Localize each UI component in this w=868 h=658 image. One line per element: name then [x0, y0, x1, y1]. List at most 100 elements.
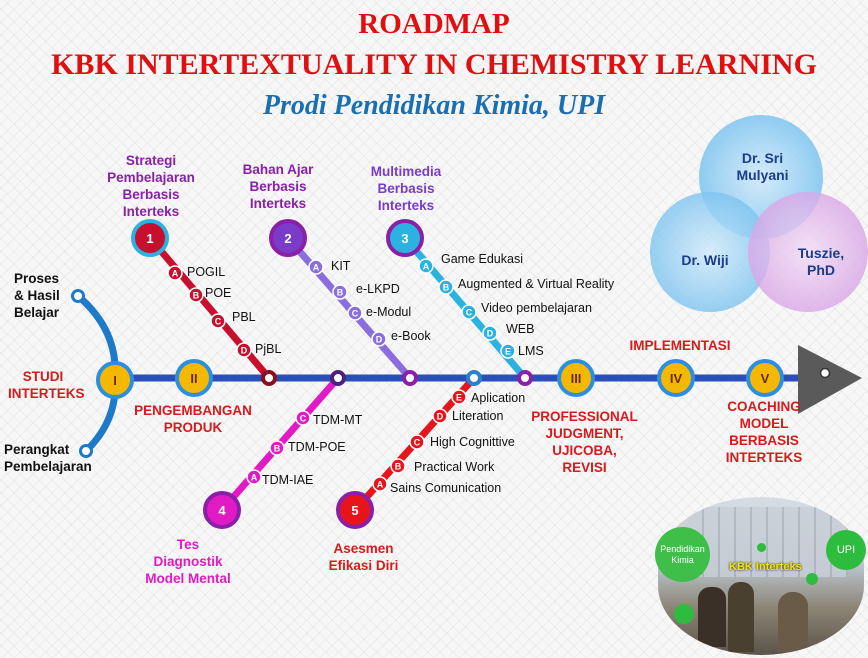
branch-4-marker-b: B [269, 440, 285, 456]
professional-judgment-label: PROFESSIONAL JUDGMENT, UJICOBA, REVISI [531, 409, 638, 475]
station-III-label: III [571, 371, 582, 386]
branch-2-line [285, 235, 413, 381]
junction-1 [261, 370, 277, 386]
svg-text:A: A [251, 473, 258, 483]
station-II: II [175, 359, 213, 397]
branch-5-marker-a: A [372, 476, 388, 492]
branch-2-marker-d: D [371, 331, 387, 347]
studi-interteks-label: STUDI INTERTEKS [8, 369, 85, 401]
branch-2-marker-a: A [308, 259, 324, 275]
svg-text:E: E [505, 347, 511, 357]
branch-5-item-a: Sains Comunication [390, 481, 502, 495]
pengembangan-produk-label: PENGEMBANGAN PRODUK [134, 403, 252, 435]
branch-4-item-b: TDM-POE [288, 440, 346, 454]
left-endpoint-bottom [79, 444, 93, 458]
branch-5-marker-b: B [390, 458, 406, 474]
left-endpoint-top [71, 289, 85, 303]
branch-1-item-d: PjBL [255, 342, 282, 356]
branch-2-marker-c: C [347, 305, 363, 321]
svg-text:C: C [215, 317, 222, 327]
svg-text:B: B [274, 444, 281, 454]
station-IV-label: IV [670, 371, 683, 386]
perangkat-label: Perangkat Pembelajaran [4, 442, 92, 474]
branch-2-item-b: e-LKPD [356, 282, 400, 296]
svg-text:A: A [377, 480, 384, 490]
branch-3-item-a: Game Edukasi [441, 252, 523, 266]
branch-4-title: Tes Diagnostik Model Mental [145, 537, 231, 586]
svg-text:C: C [300, 414, 307, 424]
junction-5 [466, 370, 482, 386]
venn-top-name: Dr. Sri Mulyani [736, 150, 789, 183]
venn-left-name: Dr. Wiji [681, 252, 729, 268]
venn-right-name: Tuszie, PhD [797, 245, 845, 278]
branch-4-item-a: TDM-IAE [262, 473, 314, 487]
branch-1-line [147, 235, 272, 381]
upi-bubble: UPI [826, 530, 866, 570]
station-I: I [96, 361, 134, 399]
branch-1-marker-a: A [167, 265, 183, 281]
branch-2-title: Bahan Ajar Berbasis Interteks [242, 162, 314, 211]
branch-1-marker-b: B [188, 287, 204, 303]
branch-5-marker-c: C [409, 434, 425, 450]
branch-3-item-c: Video pembelajaran [481, 301, 592, 315]
svg-text:D: D [376, 335, 383, 345]
venn-circle-right [748, 192, 868, 312]
branch-1-item-c: PBL [232, 310, 256, 324]
svg-text:D: D [437, 412, 444, 422]
venn-diagram [650, 115, 868, 312]
kbk-interteks-caption: KBK Interteks [729, 561, 802, 573]
proses-hasil-label: Proses & Hasil Belajar [14, 271, 60, 320]
svg-text:B: B [395, 462, 402, 472]
svg-text:B: B [337, 288, 344, 298]
branch-5-item-e: Aplication [471, 391, 526, 405]
branch-2-item-d: e-Book [391, 329, 431, 343]
branch-3-marker-c: C [461, 304, 477, 320]
decor-bubble-1 [674, 604, 694, 624]
junction-4 [330, 370, 346, 386]
branch-2-number: 2 [284, 231, 291, 246]
venn-circle-left [650, 192, 770, 312]
branch-3-marker-d: D [482, 325, 498, 341]
branch-3-badge: 3 [386, 219, 424, 257]
branch-1-item-a: POGIL [187, 265, 226, 279]
branch-3-number: 3 [401, 231, 408, 246]
implementasi-label: IMPLEMENTASI [629, 338, 731, 353]
station-IV: IV [657, 359, 695, 397]
branch-3-item-d: WEB [506, 322, 535, 336]
branch-5-item-b: Practical Work [414, 460, 495, 474]
branch-5-item-c: High Cognittive [430, 435, 515, 449]
branch-3-title: Multimedia Berbasis Interteks [370, 164, 442, 213]
branch-3-marker-e: E [500, 343, 516, 359]
svg-text:D: D [241, 346, 248, 356]
branch-3-item-e: LMS [518, 344, 544, 358]
svg-text:C: C [352, 309, 359, 319]
svg-text:E: E [456, 393, 462, 403]
station-II-label: II [190, 371, 197, 386]
svg-text:A: A [172, 269, 179, 279]
roadmap-title: ROADMAP [358, 8, 510, 40]
svg-text:C: C [466, 308, 473, 318]
branch-1-marker-c: C [210, 313, 226, 329]
svg-text:D: D [487, 329, 494, 339]
svg-text:B: B [443, 283, 450, 293]
station-V-label: V [761, 371, 770, 386]
branch-4-marker-a: A [246, 469, 262, 485]
svg-text:C: C [414, 438, 421, 448]
station-V: V [746, 359, 784, 397]
branch-5-marker-e: E [451, 389, 467, 405]
decor-bubble-3 [757, 543, 766, 552]
branch-2-item-a: KIT [331, 259, 351, 273]
branch-3-marker-b: B [438, 279, 454, 295]
branch-1-title: Strategi Pembelajaran Berbasis Interteks [107, 153, 195, 219]
decor-bubble-2 [806, 573, 818, 585]
branch-2-item-c: e-Modul [366, 305, 412, 319]
subtitle: Prodi Pendidikan Kimia, UPI [262, 90, 606, 121]
branch-3-item-b: Augmented & Virtual Reality [458, 277, 615, 291]
svg-text:A: A [313, 263, 320, 273]
branch-2-marker-b: B [332, 284, 348, 300]
svg-text:A: A [423, 262, 430, 272]
arrow-head [798, 345, 862, 414]
branch-1-number: 1 [146, 231, 153, 246]
branch-5-item-d: Literation [452, 409, 504, 423]
